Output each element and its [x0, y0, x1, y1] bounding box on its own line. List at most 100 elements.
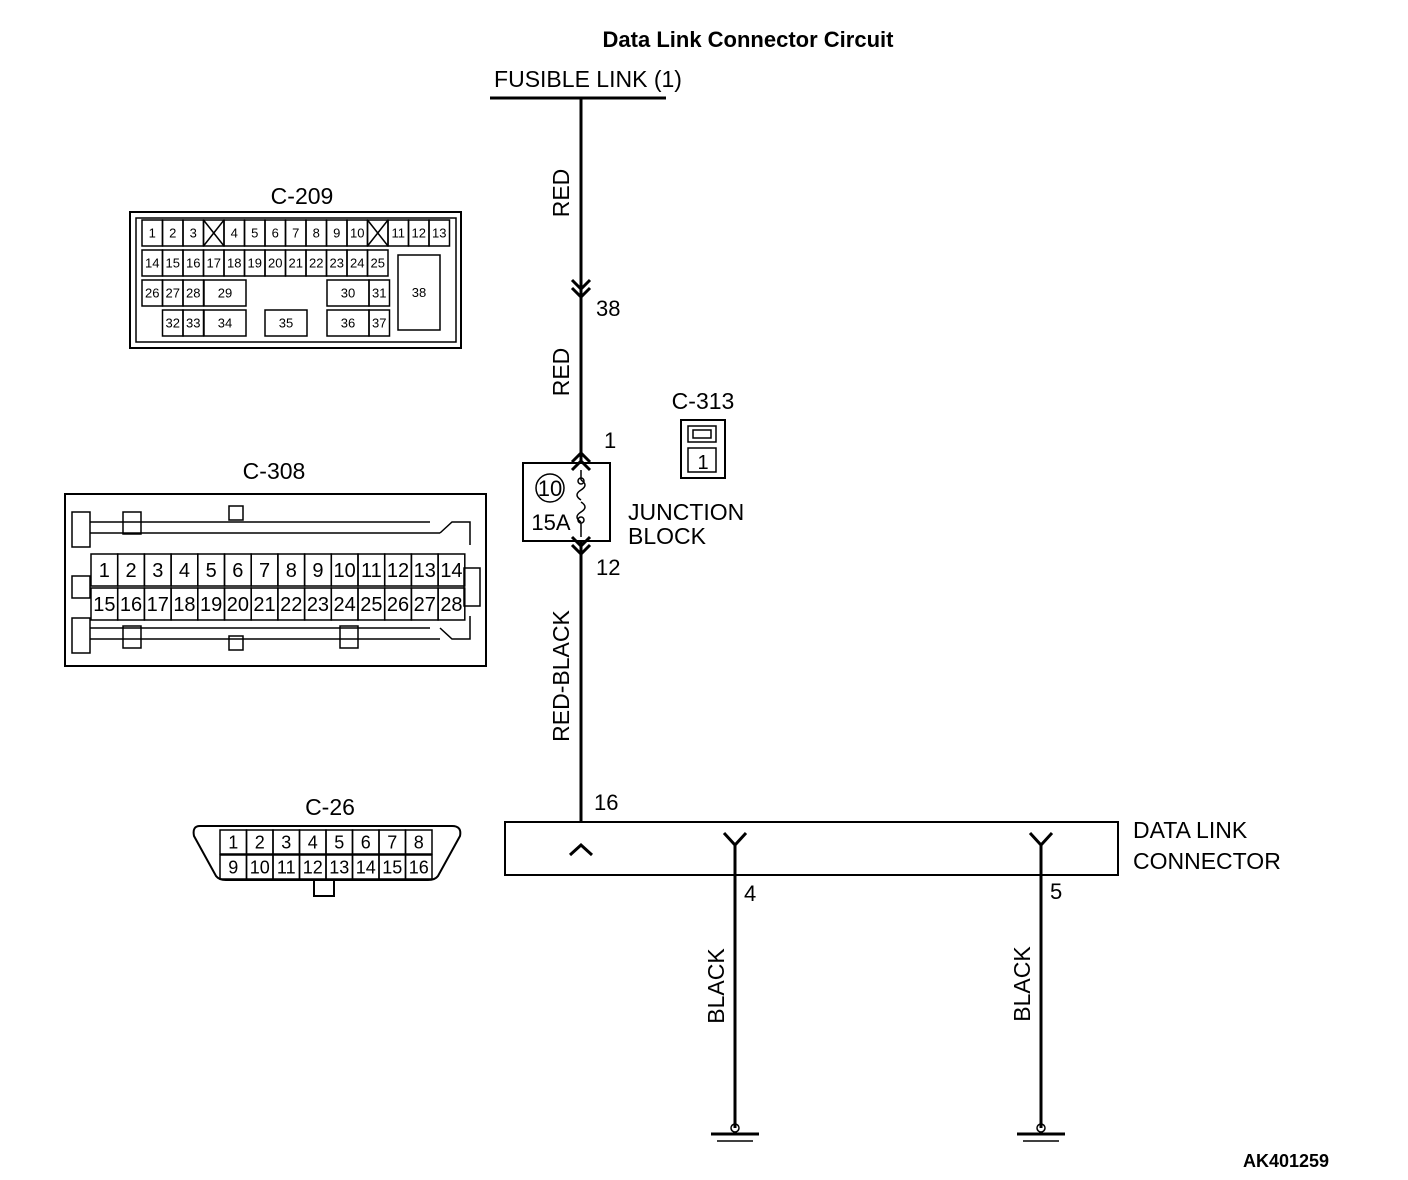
c209-pin-13: 13	[432, 226, 446, 241]
c308-name: C-308	[243, 458, 306, 484]
wire-label-black-1: BLACK	[703, 948, 729, 1024]
c26-pin-8: 8	[414, 832, 424, 852]
c26-pin-10: 10	[250, 857, 270, 877]
c308-pin-15: 15	[93, 594, 115, 616]
c209-pin-29-cell	[203, 279, 247, 307]
c26-name: C-26	[305, 794, 355, 820]
c26-pin-12: 12	[303, 857, 323, 877]
c26-pin-2: 2	[255, 832, 265, 852]
c308-pin-26: 26	[387, 594, 409, 616]
c308-pin-27: 27	[414, 594, 436, 616]
c209-pin-13-cell	[428, 219, 451, 247]
c26-pin-3: 3	[281, 832, 291, 852]
c209-pin-10: 10	[350, 226, 364, 241]
c308-pin-23: 23	[307, 594, 329, 616]
pin-1-label: 1	[604, 428, 616, 453]
c209-pin-2: 2	[169, 226, 176, 241]
wire-label-red-1: RED	[548, 169, 574, 218]
junction-block-label-1: JUNCTION	[628, 499, 744, 525]
c209-pin-25-cell	[366, 249, 389, 277]
c308-pin-14: 14	[440, 560, 462, 582]
c209-pin-26: 26	[145, 286, 159, 301]
c209-pin-6: 6	[272, 226, 279, 241]
c209-pin-25: 25	[371, 256, 385, 271]
c209-pin-36: 36	[341, 316, 355, 331]
c209-pin-4: 4	[231, 226, 238, 241]
c308-pin-14-cell	[437, 553, 466, 587]
c209-pin-8: 8	[313, 226, 320, 241]
c308-pin-21: 21	[253, 594, 275, 616]
pin-12-label: 12	[596, 555, 620, 580]
c209-pin-15: 15	[166, 256, 180, 271]
fusible-link-label: FUSIBLE LINK (1)	[494, 66, 682, 92]
wire-label-red-2: RED	[548, 348, 574, 397]
c209-pin-38: 38	[412, 285, 426, 300]
diagram-title: Data Link Connector Circuit	[603, 27, 895, 52]
c308-pin-28: 28	[440, 594, 462, 616]
c308-pin-10: 10	[334, 560, 356, 582]
connector-mark-38	[570, 278, 592, 300]
c308-pin-16: 16	[120, 594, 142, 616]
c308-pin-7: 7	[259, 560, 270, 582]
c26-pin-13: 13	[329, 857, 349, 877]
c308-pin-13: 13	[414, 560, 436, 582]
c209-pin-3: 3	[190, 226, 197, 241]
c308-pin-22: 22	[280, 594, 302, 616]
c209-pin-12: 12	[412, 226, 426, 241]
junction-block: 10 15A	[522, 450, 611, 557]
c308-pin-11: 11	[361, 560, 382, 582]
c313-name: C-313	[672, 388, 735, 414]
c308-pin-18: 18	[173, 594, 195, 616]
pin-38-label: 38	[596, 296, 620, 321]
c308-pin-2: 2	[125, 560, 136, 582]
c209-pin-22: 22	[309, 256, 323, 271]
c26-pin-4: 4	[308, 832, 318, 852]
c308-pin-3: 3	[152, 560, 163, 582]
c209-pin-18: 18	[227, 256, 241, 271]
c308-pin-4: 4	[179, 560, 190, 582]
c209-pin-19: 19	[248, 256, 262, 271]
c308-pin-28-cell	[437, 587, 466, 621]
c313-connector	[680, 419, 726, 479]
c209-pin-21: 21	[289, 256, 303, 271]
c209-pin-34: 34	[218, 316, 232, 331]
c26-pin-16: 16	[409, 857, 429, 877]
c209-pin-28: 28	[186, 286, 200, 301]
c209-pin-9: 9	[333, 226, 340, 241]
fuse-number: 10	[538, 476, 562, 501]
c26-pin-9: 9	[228, 857, 238, 877]
data-link-connector-box	[504, 821, 1119, 876]
dlc-pin-16-mark	[568, 842, 594, 857]
c209-pin-5: 5	[251, 226, 258, 241]
c209-blank-1-cross	[202, 219, 225, 247]
c209-pin-14: 14	[145, 256, 159, 271]
c308-pin-6: 6	[232, 560, 243, 582]
pin-4-label: 4	[744, 881, 756, 906]
wire-label-red-black: RED-BLACK	[548, 610, 574, 742]
c26-pin-1: 1	[228, 832, 238, 852]
c308-pin-17: 17	[147, 594, 169, 616]
ground-icon-2	[1017, 1123, 1065, 1142]
pin-16-label: 16	[594, 790, 618, 815]
c209-pin-23: 23	[330, 256, 344, 271]
c308-pin-25: 25	[360, 594, 382, 616]
c209-pin-29: 29	[218, 286, 232, 301]
c209-pin-31: 31	[372, 286, 386, 301]
c209-pin-31-cell	[368, 279, 391, 307]
c209-pin-16: 16	[186, 256, 200, 271]
c209-pin-38-cell	[397, 254, 441, 331]
c308-pin-8: 8	[286, 560, 297, 582]
c209-pin-17: 17	[207, 256, 221, 271]
c209-pin-24: 24	[350, 256, 364, 271]
c26-pin-5: 5	[334, 832, 344, 852]
c308-pin-12: 12	[387, 560, 409, 582]
c26-pin-6: 6	[361, 832, 371, 852]
junction-block-label-2: BLOCK	[628, 523, 707, 549]
c308-pin-24: 24	[334, 594, 356, 616]
c26-pin-8-cell	[404, 829, 433, 855]
c26-pin-15: 15	[382, 857, 402, 877]
c209-pin-37: 37	[372, 316, 386, 331]
